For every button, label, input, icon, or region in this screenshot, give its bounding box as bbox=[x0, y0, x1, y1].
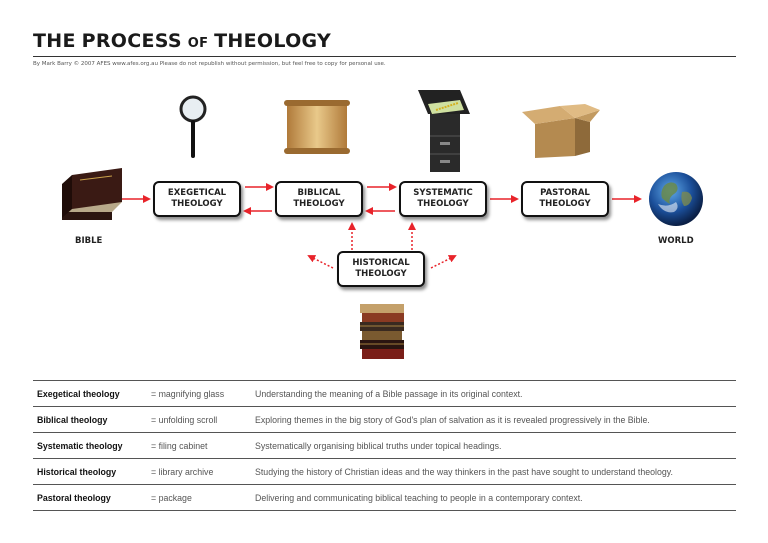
legend-term: Pastoral theology bbox=[37, 492, 111, 503]
title-theology: THEOLOGY bbox=[214, 30, 332, 52]
legend-symbol: = filing cabinet bbox=[151, 440, 208, 451]
legend-description: Understanding the meaning of a Bible pas… bbox=[255, 388, 523, 399]
legend-description: Delivering and communicating biblical te… bbox=[255, 492, 583, 503]
legend-description: Exploring themes in the big story of God… bbox=[255, 414, 650, 425]
legend-row: Systematic theology = filing cabinet Sys… bbox=[33, 433, 736, 459]
page-title: THE PROCESS OF THEOLOGY bbox=[33, 30, 331, 52]
book-stack-icon bbox=[360, 304, 404, 359]
filing-cabinet-icon bbox=[418, 90, 470, 172]
legend-description: Systematically organising biblical truth… bbox=[255, 440, 502, 451]
legend-row: Exegetical theology = magnifying glass U… bbox=[33, 380, 736, 407]
title-divider bbox=[33, 56, 736, 57]
legend-term: Biblical theology bbox=[37, 414, 108, 425]
legend-table: Exegetical theology = magnifying glass U… bbox=[33, 380, 736, 511]
legend-row: Historical theology = library archive St… bbox=[33, 459, 736, 485]
legend-term: Systematic theology bbox=[37, 440, 123, 451]
historical-theology-node[interactable]: HISTORICAL THEOLOGY bbox=[337, 251, 425, 287]
legend-symbol: = magnifying glass bbox=[151, 388, 225, 399]
title-of: OF bbox=[187, 36, 209, 51]
legend-symbol: = unfolding scroll bbox=[151, 414, 218, 425]
flow-arrows bbox=[122, 183, 642, 215]
diagram-graphics bbox=[62, 90, 703, 359]
title-process: PROCESS bbox=[81, 30, 182, 52]
exegetical-theology-node[interactable]: EXEGETICAL THEOLOGY bbox=[153, 181, 241, 217]
legend-symbol: = library archive bbox=[151, 466, 214, 477]
globe-icon bbox=[649, 172, 703, 226]
magnifying-glass-icon bbox=[179, 95, 207, 158]
legend-symbol: = package bbox=[151, 492, 192, 503]
systematic-theology-node[interactable]: SYSTEMATIC THEOLOGY bbox=[399, 181, 487, 217]
bible-label: BIBLE bbox=[75, 236, 103, 246]
legend-term: Exegetical theology bbox=[37, 388, 120, 399]
pastoral-theology-node[interactable]: PASTORAL THEOLOGY bbox=[521, 181, 609, 217]
world-label: WORLD bbox=[658, 236, 694, 246]
historical-arrows bbox=[307, 222, 457, 269]
arrow-historical-right bbox=[430, 255, 457, 269]
biblical-theology-node[interactable]: BIBLICAL THEOLOGY bbox=[275, 181, 363, 217]
scroll-icon bbox=[284, 100, 350, 154]
credit-line: By Mark Barry © 2007 AFES www.afes.org.a… bbox=[33, 61, 386, 67]
legend-description: Studying the history of Christian ideas … bbox=[255, 466, 673, 477]
legend-row: Pastoral theology = package Delivering a… bbox=[33, 485, 736, 511]
legend-term: Historical theology bbox=[37, 466, 117, 477]
bible-book-icon bbox=[62, 168, 122, 220]
arrow-historical-left bbox=[307, 255, 334, 269]
cardboard-box-icon bbox=[522, 104, 600, 158]
title-the: THE bbox=[33, 30, 76, 52]
legend-row: Biblical theology = unfolding scroll Exp… bbox=[33, 407, 736, 433]
